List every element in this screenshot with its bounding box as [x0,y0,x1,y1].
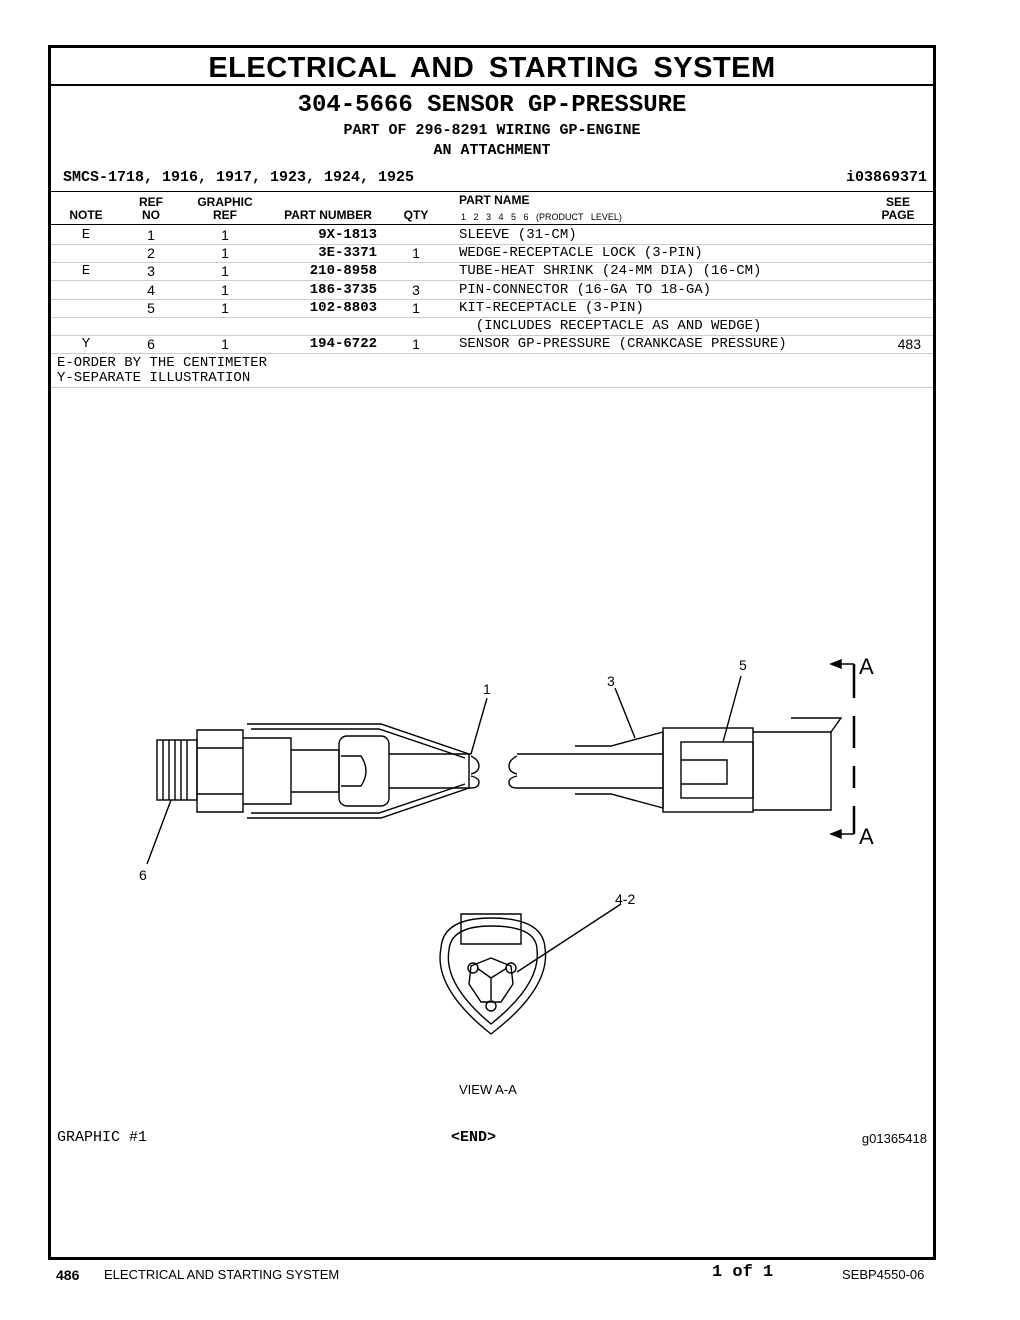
cell-graphic: 1 [221,281,229,298]
table-row: 4 1 186-3735 3 PIN-CONNECTOR (16-GA TO 18-GA… [51,281,933,300]
table-row: E 3 1 210-8958 TUBE-HEAT SHRINK (24-MM DIA) … [51,262,933,282]
document-ident: i03869371 [845,169,927,186]
page-frame: ELECTRICAL AND STARTING SYSTEM 304-5666 … [48,45,936,1260]
cell-ref: 4 [147,281,155,298]
cell-qty: 3 [412,281,420,298]
notes-rule [51,387,933,388]
part-of-line: PART OF 296-8291 WIRING GP-ENGINE [343,122,641,139]
attachment-line: AN ATTACHMENT [433,142,551,159]
end-marker: <END> [451,1129,497,1146]
cell-part-number: 3E-3371 [318,245,377,262]
cell-see: 483 [897,336,921,353]
receptacle [662,727,754,813]
cell-ref: 5 [147,299,155,316]
cell-part-number: 186-3735 [309,281,377,298]
cell-graphic: 1 [221,227,229,243]
notes-block: E-ORDER BY THE CENTIMETER Y-SEPARATE ILL… [57,356,267,386]
cell-part-number: 210-8958 [309,263,377,280]
graphic-label: GRAPHIC #1 [57,1129,148,1146]
note-e: E-ORDER BY THE CENTIMETER [57,355,268,371]
col-note: NOTE [69,208,103,222]
page-of: 1 of 1 [712,1263,774,1282]
cell-name: TUBE-HEAT SHRINK (24-MM DIA) (16-CM) [459,263,762,280]
view-connector-latch [460,913,522,945]
col-ref-bottom: NO [142,208,160,222]
section-title: ELECTRICAL AND STARTING SYSTEM [51,48,933,86]
cell-qty: 1 [412,299,420,316]
cell-ref: 6 [147,336,155,353]
section-marker-bottom: A [859,824,874,849]
doc-id: SEBP4550-06 [842,1267,925,1282]
table-row: 2 1 3E-3371 1 WEDGE-RECEPTACLE LOCK (3-PIN) [51,244,933,264]
col-qty: QTY [403,208,429,222]
graphic-id: g01365418 [861,1131,927,1146]
cell-part-number: 194-6722 [309,336,377,353]
cell-part-number: 102-8803 [309,299,377,316]
table-row: Y 6 1 194-6722 1 SENSOR GP-PRESSURE (CRANKCAS… [51,335,933,355]
view-connector-body [439,917,547,1035]
header-rule [51,191,933,192]
table-row: 5 1 102-8803 1 KIT-RECEPTACLE (3-PIN) [51,299,933,318]
cell-name: SENSOR GP-PRESSURE (CRANKCASE PRESSURE) [459,336,787,353]
cell-ref: 3 [147,263,155,280]
page-number: 486 [56,1267,80,1283]
col-graphic-top: GRAPHIC [197,195,253,209]
col-ref-top: REF [139,195,163,209]
cell-ref: 1 [147,227,155,243]
cell-qty: 1 [412,336,420,353]
group-title: 304-5666 SENSOR GP-PRESSURE [297,92,687,119]
col-see-bottom: PAGE [881,208,915,222]
col-part-number: PART NUMBER [284,208,372,222]
table-row: (INCLUDES RECEPTACLE AS AND WEDGE) [51,317,933,336]
section-marker-top: A [859,654,874,679]
cell-name: (INCLUDES RECEPTACLE AS AND WEDGE) [459,318,762,334]
sensor-illustration: 1 3 5 6 4-2 A A VIEW A-A [139,654,874,1097]
callout-1: 1 [483,681,491,697]
sensor-hex [196,729,244,813]
cell-qty: 1 [412,245,420,262]
note-y: Y-SEPARATE ILLUSTRATION [57,370,251,386]
col-see-top: SEE [885,195,910,209]
col-graphic-bottom: REF [213,208,237,222]
view-label: VIEW A-A [459,1082,517,1097]
cell-graphic: 1 [221,336,229,353]
cell-graphic: 1 [221,299,229,316]
cell-graphic: 1 [221,245,229,262]
col-part-name: PART NAME [459,193,530,207]
cell-note: E [81,227,91,243]
cell-name: WEDGE-RECEPTACLE LOCK (3-PIN) [459,245,703,262]
cell-part-number: 9X-1813 [318,227,377,243]
cell-name: SLEEVE (31-CM) [459,227,577,243]
callout-4-2: 4-2 [615,891,635,907]
callout-5: 5 [739,657,747,673]
cell-note: Y [81,336,91,353]
product-levels: 1 2 3 4 5 6 (PRODUCT LEVEL) [461,212,622,222]
sensor-body [243,737,292,805]
table-row: E 1 1 9X-1813 SLEEVE (31-CM) [51,226,933,245]
cell-name: KIT-RECEPTACLE (3-PIN) [459,299,644,316]
callout-3: 3 [607,673,615,689]
callout-6: 6 [139,867,147,883]
cell-note: E [81,263,91,280]
heat-shrink [575,731,664,809]
cell-ref: 2 [147,245,155,262]
header-rule-bottom [51,224,933,225]
cell-graphic: 1 [221,263,229,280]
cell-name: PIN-CONNECTOR (16-GA TO 18-GA) [459,281,712,298]
sleeve [247,723,470,819]
footer-section: ELECTRICAL AND STARTING SYSTEM [104,1267,340,1282]
smcs-codes: SMCS-1718, 1916, 1917, 1923, 1924, 1925 [63,169,415,186]
